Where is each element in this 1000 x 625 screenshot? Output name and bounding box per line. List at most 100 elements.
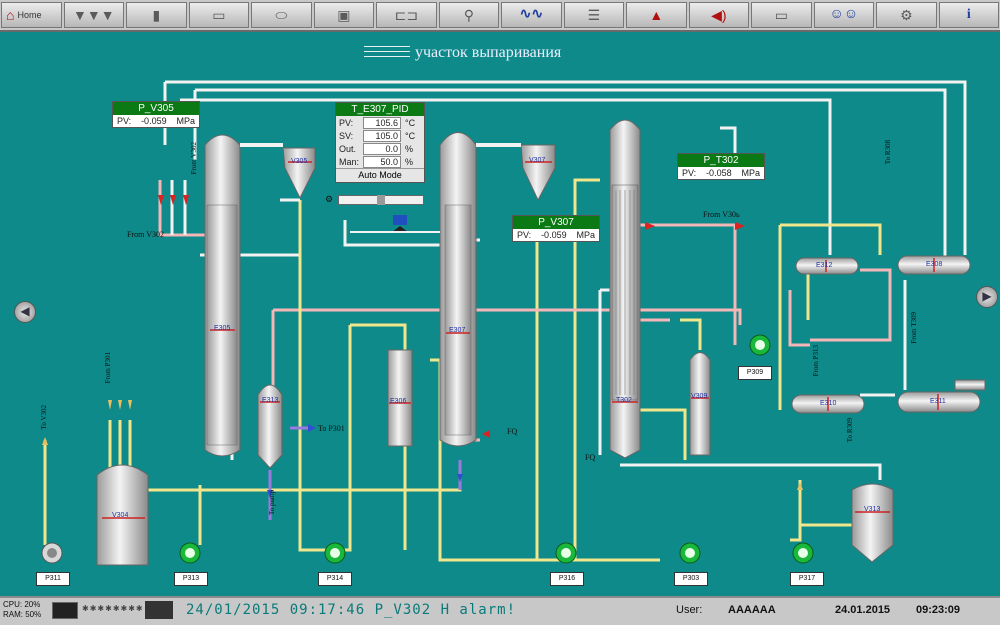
pid-faceplate-t-e307[interactable]: T_E307_PID PV:105.6°C SV:105.0°C Out.0.0… xyxy=(335,102,425,183)
tag-p-v305-pv: -0.059 xyxy=(141,116,167,126)
column-icon: ▮ xyxy=(152,7,161,23)
tag-p-t302-title: P_T302 xyxy=(678,154,764,167)
process-diagram xyxy=(41,80,986,566)
tag-p-t302-pv-label: PV: xyxy=(682,168,697,178)
exchanger-e306 xyxy=(387,349,413,447)
tank-button[interactable]: ⬭ xyxy=(251,2,312,28)
pid-mode-button[interactable]: Auto Mode xyxy=(336,168,424,182)
settings-button[interactable]: ⚙ xyxy=(876,2,937,28)
exchanger-button[interactable]: ▭ xyxy=(188,2,250,28)
monitor-icon[interactable] xyxy=(52,602,78,619)
label-to-r309: To R309 xyxy=(846,418,854,443)
info-button[interactable]: i xyxy=(938,2,1000,28)
trend-button[interactable]: ∿∿ xyxy=(501,2,562,28)
separator-v307 xyxy=(520,144,556,202)
label-from-v302: From V302 xyxy=(127,230,164,239)
label-v305: V305 xyxy=(291,158,308,165)
alarm-bars-icon[interactable] xyxy=(145,601,173,619)
operator-icon: ⚙ xyxy=(900,7,913,23)
pid-out-label: Out. xyxy=(339,143,357,154)
pid-slider-knob[interactable] xyxy=(377,195,385,205)
label-e305: E305 xyxy=(214,325,231,332)
tag-p-v307-unit: MPa xyxy=(576,230,595,240)
nav-left-arrow-icon[interactable]: ◀ xyxy=(14,301,36,323)
speaker-icon: ◀) xyxy=(711,7,727,23)
title-decoration xyxy=(364,46,410,62)
computer-icon: ▭ xyxy=(774,7,788,23)
info-icon: i xyxy=(966,7,971,22)
pid-man-input[interactable]: 50.0 xyxy=(363,155,401,168)
pid-out-unit: % xyxy=(405,143,414,154)
tag-p-v305-pv-label: PV: xyxy=(117,116,132,126)
pid-sv-unit: °C xyxy=(405,130,416,141)
alarm-message[interactable]: 24/01/2015 09:17:46 P_V302 H alarm! xyxy=(186,602,517,618)
label-e310: E310 xyxy=(820,400,837,407)
pid-sv-label: SV: xyxy=(339,130,354,141)
tank-v304 xyxy=(96,464,149,566)
pump-p314-label[interactable]: P314 xyxy=(318,572,352,586)
label-to-v302: To V302 xyxy=(40,405,48,430)
tank-icon: ⬭ xyxy=(275,7,288,23)
terminal-button[interactable]: ▭ xyxy=(751,2,812,28)
pump-p313-label[interactable]: P313 xyxy=(174,572,208,586)
pid-sv-input[interactable]: 105.0 xyxy=(363,129,401,142)
pid-pv-unit: °C xyxy=(405,117,416,128)
alarm-button[interactable]: ▲ xyxy=(626,2,687,28)
pump-button[interactable]: ⊏⊐ xyxy=(376,2,437,28)
separator-v305 xyxy=(282,147,316,200)
label-from-p301: From P301 xyxy=(104,352,112,384)
filter-icon: ▣ xyxy=(337,7,351,23)
label-from-p313: From P313 xyxy=(812,345,820,377)
home-button[interactable]: ⌂ Home xyxy=(1,2,62,28)
page-title: участок выпаривания xyxy=(415,44,562,61)
label-e308: E308 xyxy=(926,261,943,268)
pid-pv-label: PV: xyxy=(339,117,354,128)
sound-button[interactable]: ◀) xyxy=(688,2,750,28)
home-button-label: Home xyxy=(17,10,42,20)
filter-e313 xyxy=(257,384,283,469)
filter-button[interactable]: ▣ xyxy=(313,2,375,28)
pump-icons xyxy=(41,334,814,564)
pump-icon: ⊏⊐ xyxy=(394,7,419,23)
status-date: 24.01.2015 xyxy=(835,604,891,616)
home-icon: ⌂ xyxy=(6,7,15,23)
column-button[interactable]: ▮ xyxy=(126,2,187,28)
cpu-usage: CPU: 20% xyxy=(3,600,41,609)
label-t302: T302 xyxy=(616,397,632,404)
nav-right-arrow-icon[interactable]: ▶ xyxy=(976,286,998,308)
exchanger-icon: ▭ xyxy=(212,7,226,23)
label-v307: V307 xyxy=(529,157,546,164)
pid-output-slider[interactable] xyxy=(338,195,424,205)
pump-p316-label[interactable]: P316 xyxy=(550,572,584,586)
label-to-p301: To P301 xyxy=(318,424,345,433)
label-e312: E312 xyxy=(816,262,833,269)
label-fq: FQ xyxy=(507,427,518,436)
label-v304: V304 xyxy=(112,512,129,519)
users-button[interactable]: ☺☺ xyxy=(813,2,875,28)
tag-p-v307-pv: -0.059 xyxy=(541,230,567,240)
ram-usage: RAM: 50% xyxy=(3,610,42,619)
label-v313: V313 xyxy=(864,506,881,513)
label-from-v30x: From V30ь xyxy=(703,210,740,219)
label-from-v302-group: From V302 xyxy=(190,142,198,175)
label-fq-2: FQ xyxy=(585,453,596,462)
system-usage: CPU: 20% RAM: 50% xyxy=(3,600,41,620)
pump-p311-label[interactable]: P311 xyxy=(36,572,70,586)
pump-p303-label[interactable]: P303 xyxy=(674,572,708,586)
tag-p-v307-pv-label: PV: xyxy=(517,230,532,240)
trend-icon: ∿∿ xyxy=(519,7,544,22)
tag-p-v305-title: P_V305 xyxy=(113,102,199,115)
pump-p317-label[interactable]: P317 xyxy=(790,572,824,586)
valve-button[interactable]: ⚲ xyxy=(438,2,500,28)
pid-man-unit: % xyxy=(405,156,414,167)
pump-p309-label[interactable]: P309 xyxy=(738,366,772,380)
status-time: 09:23:09 xyxy=(916,604,961,616)
label-e313: E313 xyxy=(262,397,279,404)
evaporator-button[interactable]: ▼▼▼ xyxy=(63,2,125,28)
tank-v313 xyxy=(851,483,894,563)
pid-pv-value: 105.6 xyxy=(363,116,401,129)
report-button[interactable]: ☰ xyxy=(563,2,625,28)
